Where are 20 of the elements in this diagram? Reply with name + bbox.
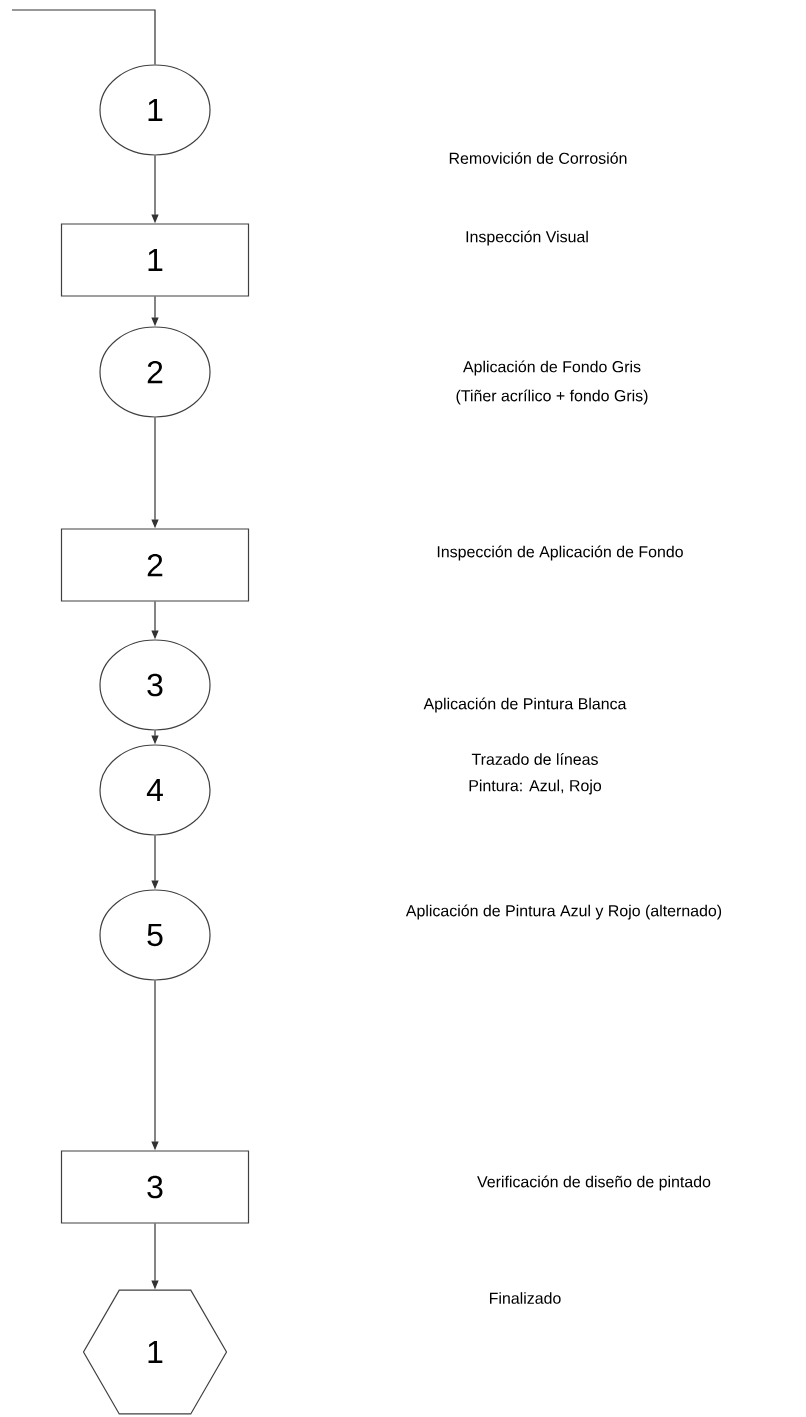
step-description: Inspección de Aplicación de Fondo bbox=[437, 545, 683, 561]
step-description: Pintura: Azul, Rojo bbox=[469, 779, 602, 795]
step-description: Aplicación de Pintura Azul y Rojo (alternado) bbox=[405, 904, 722, 920]
ellipse-node: 5 bbox=[99, 889, 211, 981]
hexagon-node: 1 bbox=[82, 1289, 228, 1415]
step-description: Aplicación de Pintura Blanca bbox=[423, 697, 627, 713]
step-description: Inspección Visual bbox=[466, 230, 588, 246]
ellipse-node: 1 bbox=[99, 64, 211, 156]
step-description: Trazado de líneas bbox=[471, 753, 598, 765]
step-description: Verificación de diseño de pintado bbox=[477, 1175, 711, 1191]
process-box: 1 bbox=[60, 223, 250, 297]
step-description: Aplicación de Fondo Gris bbox=[463, 360, 641, 376]
step-description: (Tiñer acrílico + fondo Gris) bbox=[456, 389, 648, 405]
ellipse-node: 4 bbox=[99, 744, 211, 836]
ellipse-node: 3 bbox=[99, 639, 211, 731]
step-description: Finalizado bbox=[490, 1292, 561, 1304]
process-box: 3 bbox=[60, 1150, 250, 1224]
step-description: Removición de Corrosión bbox=[449, 152, 627, 164]
ellipse-node: 2 bbox=[99, 326, 211, 418]
process-box: 2 bbox=[60, 528, 250, 602]
